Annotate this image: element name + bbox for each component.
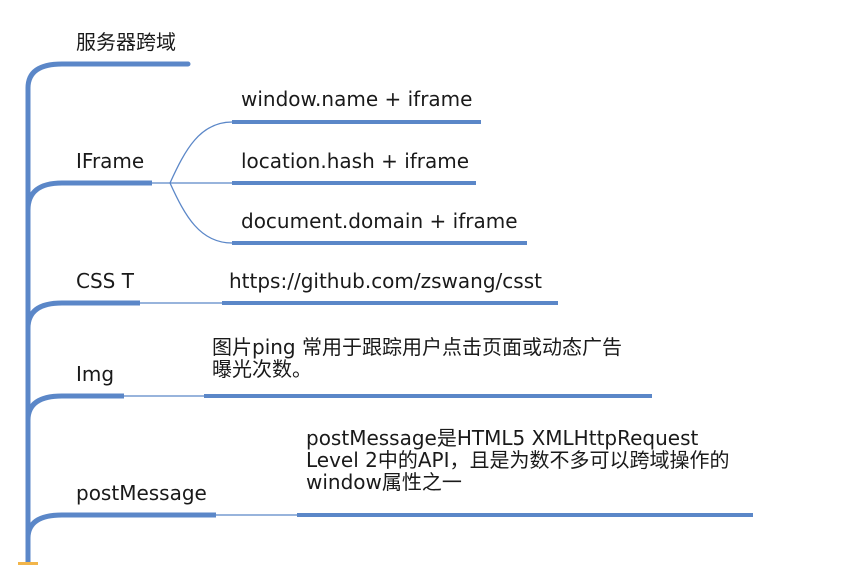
img-child-line-2: 曝光次数。 [212,357,312,381]
postmessage-child-line-1: postMessage是HTML5 XMLHttpRequest [306,426,699,450]
branch-connector-csst [25,300,140,329]
root-marker [18,562,38,565]
iframe-child-window-name: window.name + iframe [241,87,473,111]
iframe-child-document-domain: document.domain + iframe [241,209,518,233]
img-child-description: 图片ping 常用于跟踪用户点击页面或动态广告 曝光次数。 [212,336,622,380]
postmessage-child-line-2: Level 2中的API，且是为数不多可以跨域操作的 [306,448,730,472]
branch-label-img: Img [76,362,115,386]
branch-label-csst: CSS T [76,269,134,293]
branch-label-server: 服务器跨域 [76,30,176,54]
branch-connector-iframe [25,180,152,211]
branch-label-iframe: IFrame [76,149,145,173]
iframe-child-location-hash: location.hash + iframe [241,149,470,173]
iframe-fan-bottom [169,182,233,244]
csst-child-link-text: https://github.com/zswang/csst [229,269,542,293]
iframe-fan-top [169,121,233,184]
branch-label-postmessage: postMessage [76,481,207,505]
postmessage-child-description: postMessage是HTML5 XMLHttpRequest Level 2… [306,427,730,493]
main-trunk-line [25,61,191,565]
img-child-line-1: 图片ping 常用于跟踪用户点击页面或动态广告 [212,335,622,359]
postmessage-child-line-3: window属性之一 [306,470,462,494]
branch-connector-img [25,393,124,421]
branch-connector-postmessage [25,512,216,539]
